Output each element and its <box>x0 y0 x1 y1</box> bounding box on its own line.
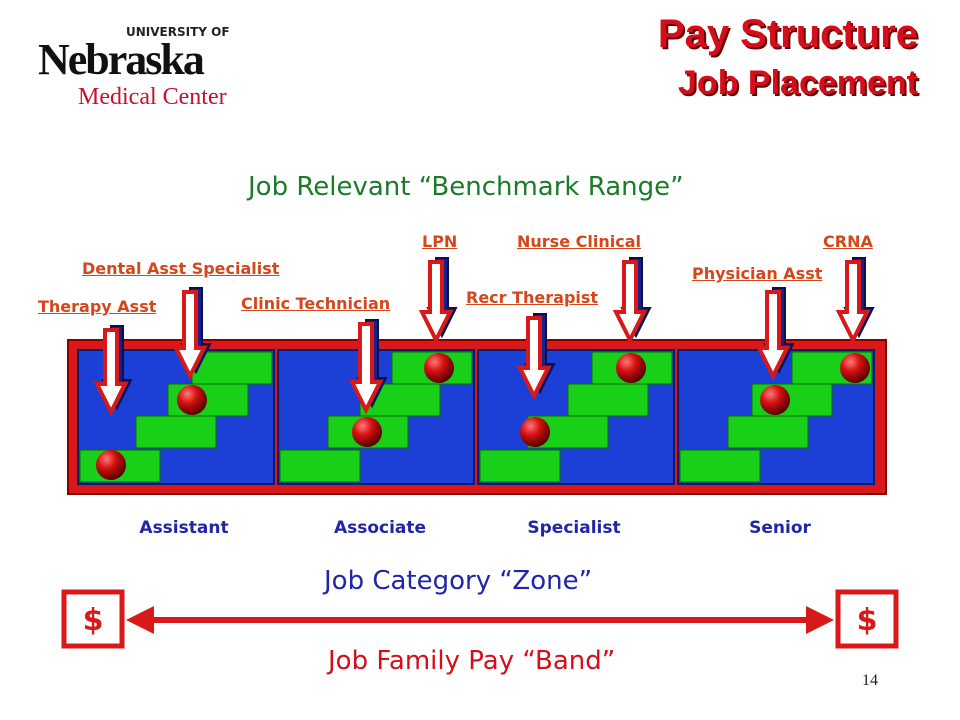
job-family-pay-band-heading: Job Family Pay “Band” <box>328 646 616 676</box>
job-link-therapy-asst[interactable]: Therapy Asst <box>38 297 157 316</box>
pointer-arrow <box>612 260 648 345</box>
pointer-arrow <box>835 260 871 345</box>
zone-label-associate: Associate <box>333 518 427 538</box>
pay-band-left-symbol: $ <box>83 603 104 638</box>
pointer-arrow <box>755 290 791 381</box>
placement-ball <box>352 417 382 447</box>
placement-ball <box>177 385 207 415</box>
job-link-crna[interactable]: CRNA <box>823 232 873 251</box>
job-link-physician-asst[interactable]: Physician Asst <box>692 264 823 283</box>
placement-ball <box>96 450 126 480</box>
pay-band-left-box: $ <box>61 589 125 649</box>
job-link-nurse-clinical[interactable]: Nurse Clinical <box>517 232 641 251</box>
job-category-zone-heading: Job Category “Zone” <box>324 566 593 596</box>
logo-university-text: UNIVERSITY OF <box>126 25 230 39</box>
job-link-clinic-technician[interactable]: Clinic Technician <box>241 294 391 313</box>
pointer-arrow <box>93 328 129 417</box>
pointer-arrow <box>418 260 454 345</box>
zone-label-assistant: Assistant <box>139 518 229 538</box>
zone-label-specialist: Specialist <box>527 518 621 538</box>
pointer-arrow <box>348 322 384 415</box>
pointer-arrow <box>516 316 552 401</box>
nebraska-medical-center-logo: UNIVERSITY OF Nebraska Medical Center <box>38 25 230 110</box>
page-number: 14 <box>862 672 878 689</box>
job-link-recr-therapist[interactable]: Recr Therapist <box>466 288 599 307</box>
job-link-lpn[interactable]: LPN <box>422 232 458 251</box>
page-subtitle: Job Placement <box>678 64 918 102</box>
placement-ball <box>840 353 870 383</box>
logo-name-text: Nebraska <box>38 35 205 84</box>
placement-ball <box>520 417 550 447</box>
pointer-arrow <box>172 290 208 381</box>
placement-ball <box>760 385 790 415</box>
logo-subtitle-text: Medical Center <box>78 84 227 110</box>
job-link-dental-asst-specialist[interactable]: Dental Asst Specialist <box>82 259 280 278</box>
zone-label-senior: Senior <box>749 518 811 538</box>
page-title: Pay Structure <box>657 12 918 56</box>
placement-ball <box>616 353 646 383</box>
pay-band-right-symbol: $ <box>857 603 878 638</box>
pay-band-right-box: $ <box>835 589 899 649</box>
placement-ball <box>424 353 454 383</box>
pay-band-arrow <box>126 606 834 634</box>
benchmark-range-heading: Job Relevant “Benchmark Range” <box>248 172 684 202</box>
